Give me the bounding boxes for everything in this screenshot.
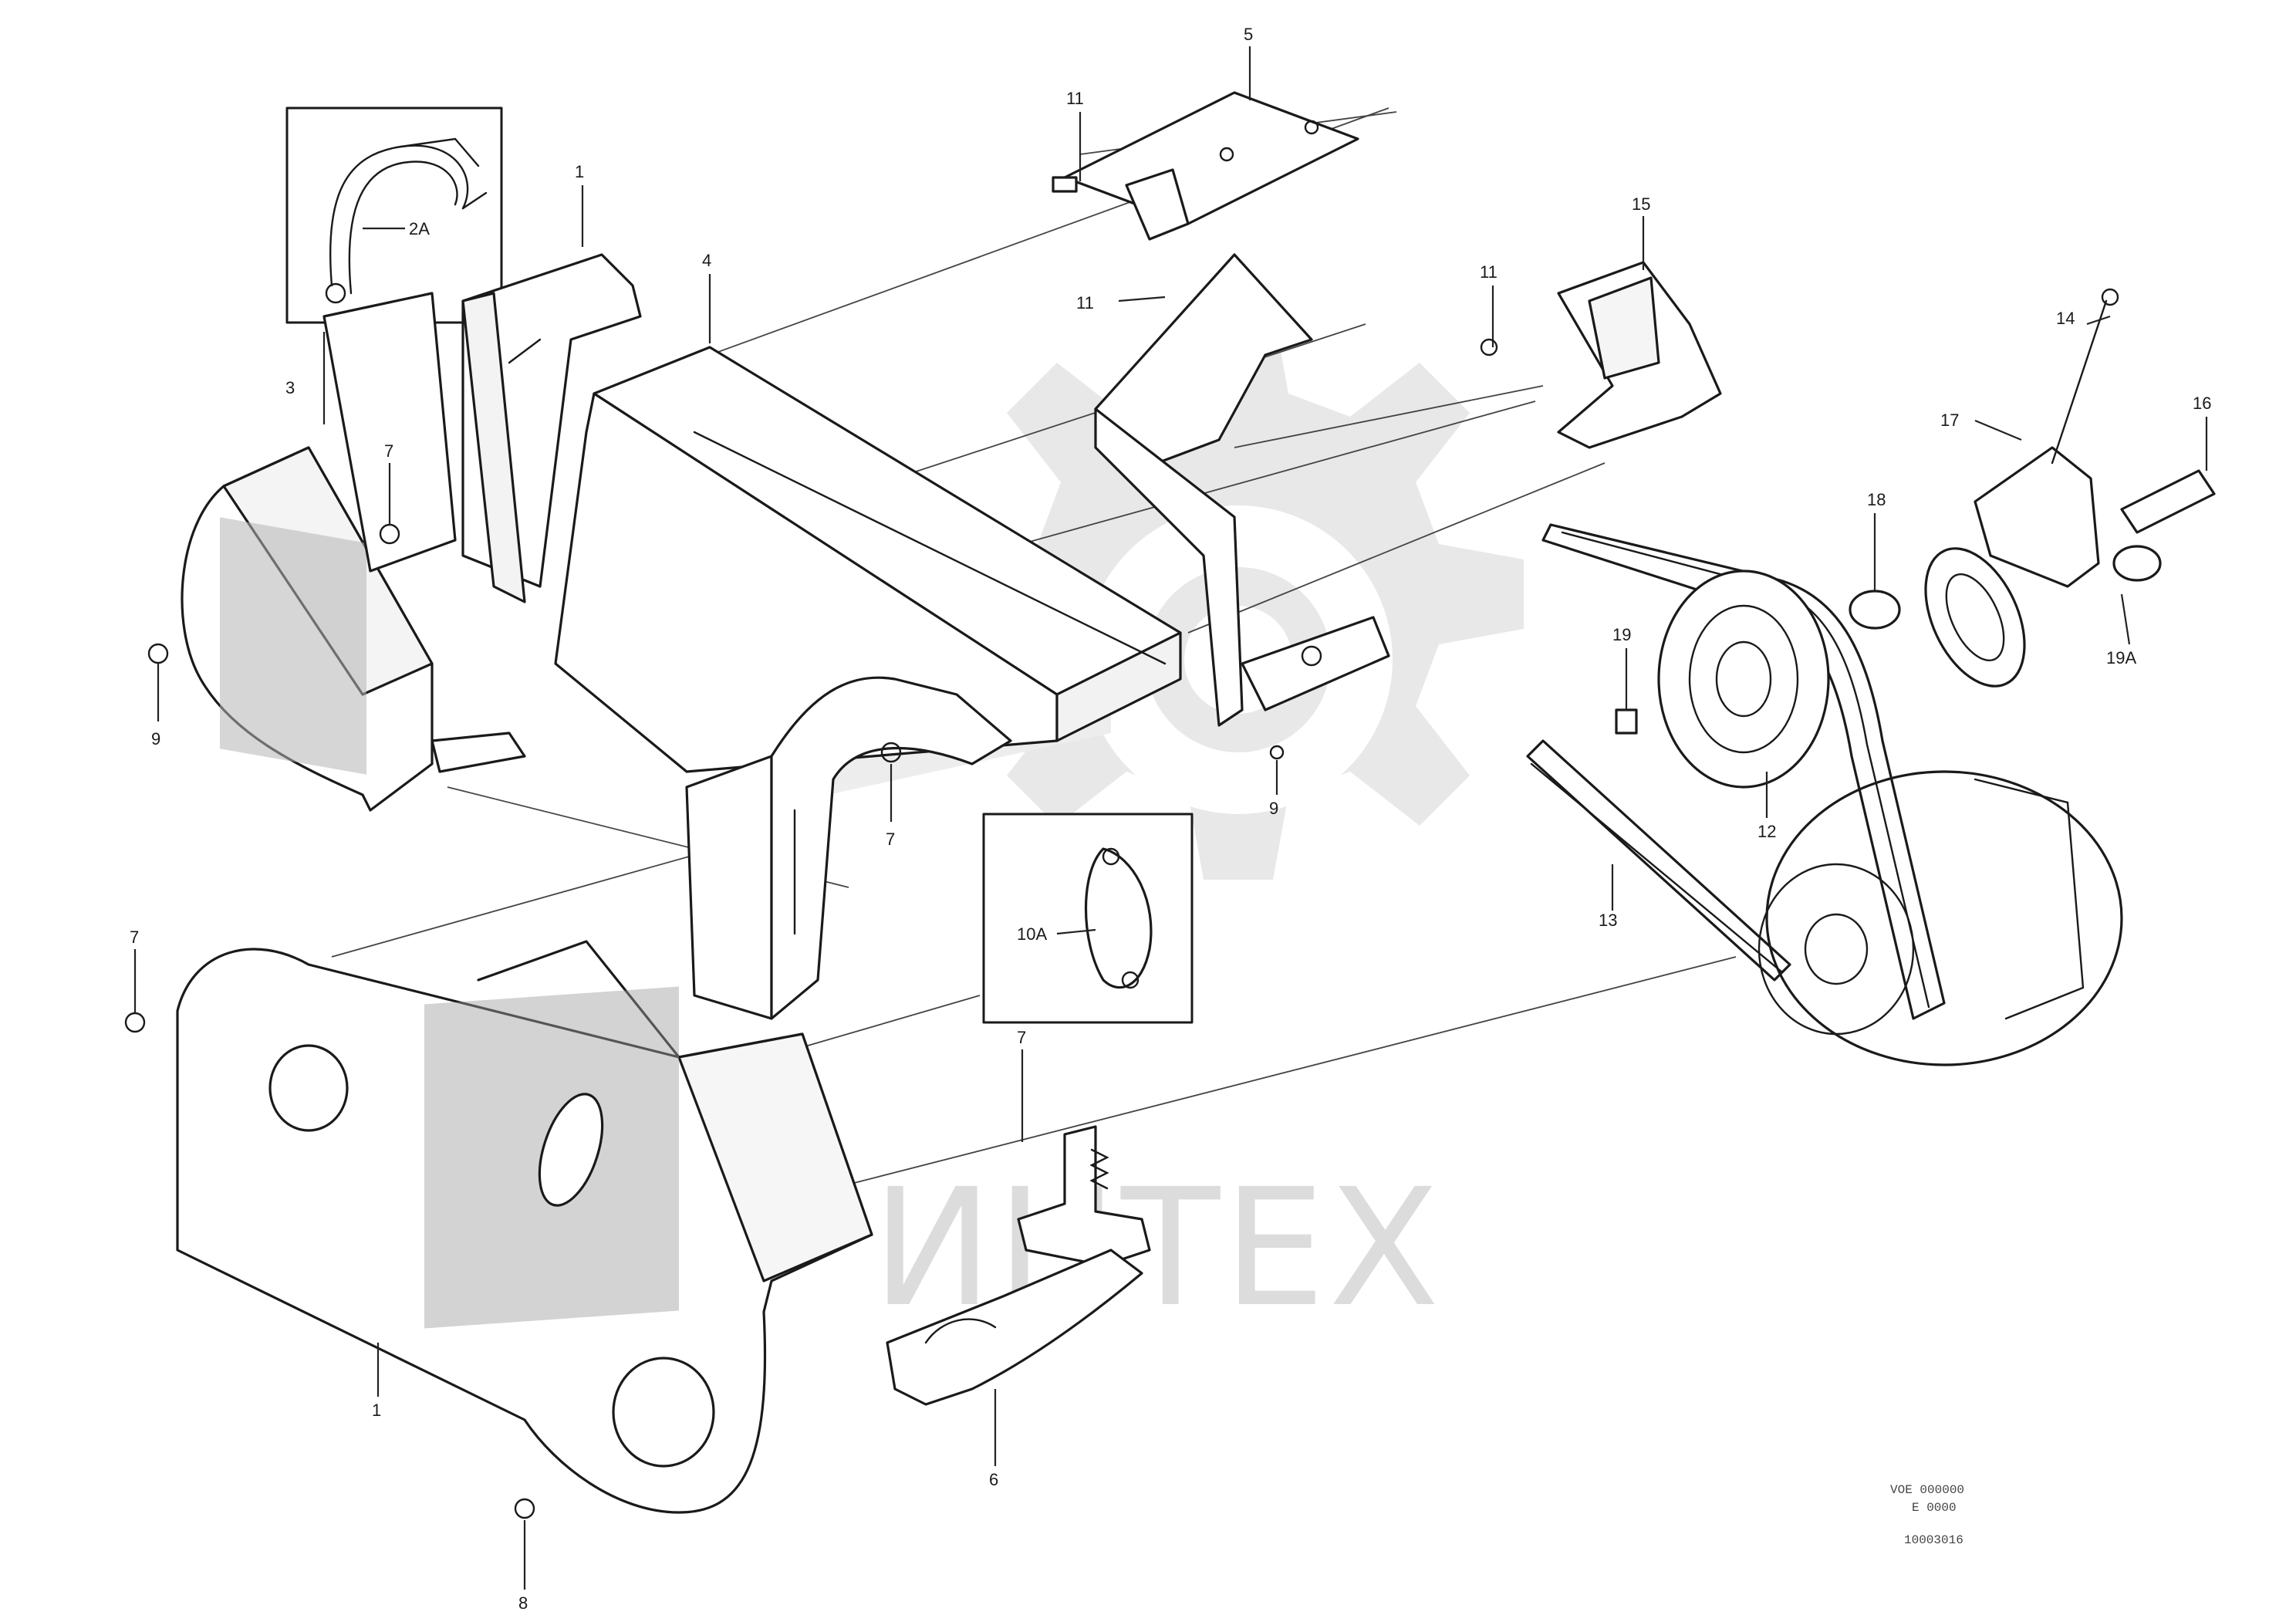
- callout-5: 5: [1244, 25, 1253, 44]
- belt-assembly: [1526, 523, 2123, 1066]
- callout-19: 19: [1612, 625, 1631, 644]
- callout-1-lower: 1: [372, 1401, 381, 1420]
- upper-bracket: [461, 253, 642, 603]
- upper-belt-guard: [181, 292, 526, 812]
- callout-4: 4: [702, 251, 711, 270]
- leader-lines: [376, 185, 2131, 1397]
- callout-16: 16: [2193, 394, 2211, 413]
- callout-9-left: 9: [151, 729, 160, 748]
- callout-7-a: 7: [384, 441, 393, 461]
- callout-18: 18: [1867, 490, 1886, 509]
- figure-code-line1: VOE 000000: [1890, 1483, 1964, 1497]
- callout-13: 13: [1599, 911, 1617, 930]
- callout-11-arrow: 11: [1076, 293, 1094, 313]
- figure-code-line3: 10003016: [1904, 1533, 1963, 1547]
- lower-belt-guard: [176, 940, 873, 1514]
- callout-2a: 2A: [409, 219, 430, 238]
- lower-hanger: [886, 1049, 1151, 1466]
- callout-7-d: 7: [1017, 1028, 1026, 1047]
- mid-bracket-11: [1094, 253, 1390, 727]
- inset-2a: 2A: [285, 106, 503, 324]
- callout-7-b: 7: [886, 830, 895, 849]
- callout-10a: 10A: [1017, 924, 1047, 944]
- callout-6-bottom: 6: [989, 1470, 998, 1489]
- callout-11-top: 11: [1066, 89, 1084, 108]
- inset-10a: 10A: [982, 813, 1194, 1024]
- tensioner-assembly: [1615, 288, 2216, 735]
- top-bracket-5: [1052, 46, 1359, 241]
- callout-17: 17: [1940, 411, 1959, 430]
- center-bracket: [685, 676, 1012, 1020]
- callout-1-top: 1: [575, 162, 584, 181]
- callout-3: 3: [285, 378, 295, 397]
- callout-15: 15: [1632, 194, 1650, 214]
- figure-code: VOE 000000 E 0000 10003016: [1890, 1483, 1964, 1547]
- callout-19a: 19A: [2106, 648, 2136, 667]
- callout-11-mid: 11: [1480, 262, 1497, 282]
- callout-labels: 1 5 11 4 15 11 11 14 16 17 18 19A 19 12 …: [130, 25, 2211, 1613]
- callout-14: 14: [2056, 309, 2075, 328]
- top-cover-panel: [554, 346, 1182, 773]
- figure-code-line2: E 0000: [1912, 1501, 1957, 1515]
- callout-12: 12: [1757, 822, 1776, 841]
- right-upper-bracket: [1491, 216, 1722, 449]
- callout-8-bottom: 8: [518, 1593, 528, 1613]
- callout-9-bracket: 9: [1269, 799, 1278, 818]
- bolts: [124, 338, 1498, 1590]
- callout-7-c: 7: [130, 928, 139, 947]
